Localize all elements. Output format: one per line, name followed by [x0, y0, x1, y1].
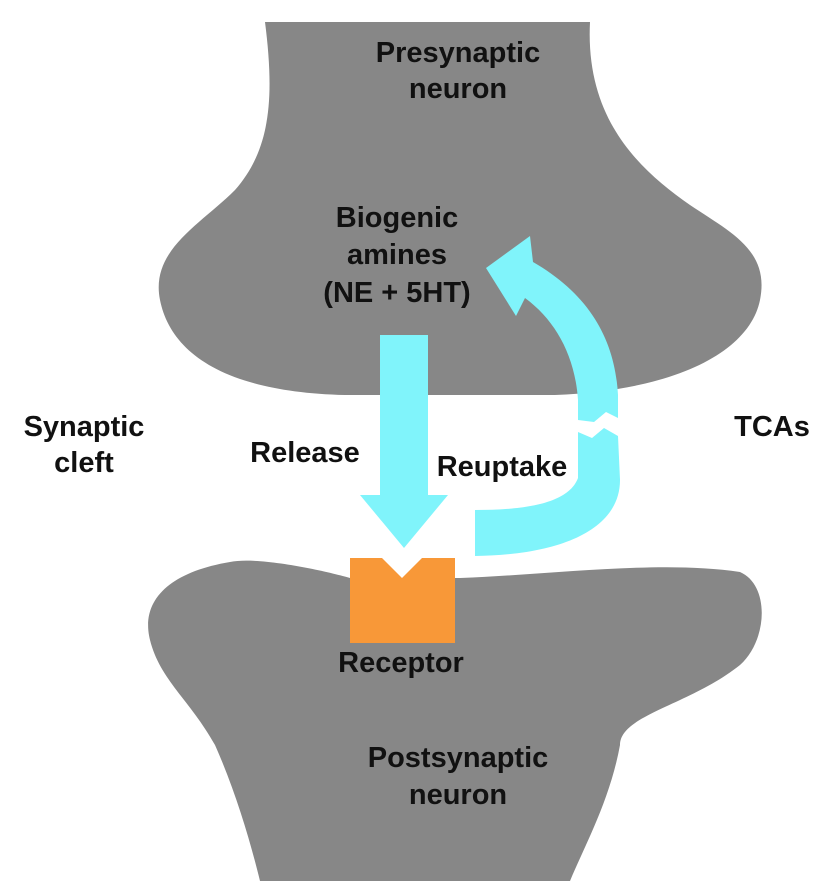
amines-label-line1: Biogenic: [336, 202, 458, 234]
tcas-label: TCAs: [734, 411, 810, 443]
postsynaptic-label-line2: neuron: [409, 779, 507, 811]
presynaptic-label-line2: neuron: [409, 73, 507, 105]
amines-label-line3: (NE + 5HT): [323, 277, 470, 309]
cleft-label-line1: Synaptic: [24, 411, 145, 443]
receptor-shape: [350, 558, 455, 643]
presynaptic-label-line1: Presynaptic: [376, 37, 540, 69]
reuptake-label: Reuptake: [437, 451, 568, 483]
cleft-label-line2: cleft: [54, 447, 114, 479]
receptor-label: Receptor: [338, 647, 464, 679]
amines-label-line2: amines: [347, 239, 447, 271]
postsynaptic-label-line1: Postsynaptic: [368, 742, 549, 774]
reuptake-arrow-lower: [475, 428, 620, 556]
release-label: Release: [250, 437, 360, 469]
